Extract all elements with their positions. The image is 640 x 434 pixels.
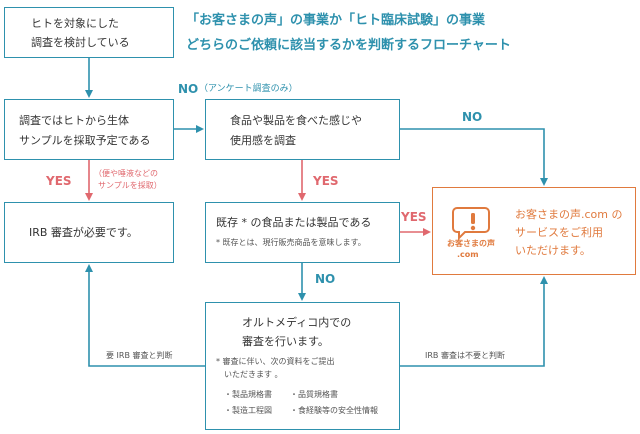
result-box: お客さまの声 .com お客さまの声.com の サービスをご利用 いただけます…	[432, 187, 636, 275]
food-question-box: 食品や製品を食べた感じや 使用感を調査	[205, 99, 400, 160]
label-yes-sample-note-1: （便や唾液などの	[94, 169, 158, 178]
label-yes-sample-note-2: サンプルを採取）	[98, 181, 162, 190]
label-yes-food: YES	[313, 174, 339, 188]
result-line-2: サービスをご利用	[515, 226, 603, 239]
existing-note: * 既存とは、現行販売商品を意味します。	[216, 238, 366, 247]
title-line-1: 「お客さまの声」の事業か「ヒト臨床試験」の事業	[186, 13, 486, 28]
start-line-2: 調査を検討している	[31, 36, 130, 49]
label-irb-required: 要 IRB 審査と判断	[106, 351, 173, 360]
label-no-food: NO	[462, 110, 483, 124]
arrow-ortho-to-irb	[85, 264, 205, 367]
label-yes-existing: YES	[401, 210, 427, 224]
start-box: ヒトを対象にした 調査を検討している	[4, 7, 174, 58]
title-line-2: どちらのご依頼に該当するかを判断するフローチャート	[186, 38, 511, 53]
label-irb-not-required: IRB 審査は不要と判断	[425, 351, 505, 360]
result-line-1: お客さまの声.com の	[515, 208, 623, 221]
doc-item: ・製造工程図	[224, 406, 272, 415]
label-no-survey-note: （アンケート調査のみ）	[199, 84, 298, 94]
service-logo: お客さまの声 .com	[445, 202, 507, 262]
result-line-3: いただけます。	[515, 244, 591, 257]
label-no-survey: NO	[178, 82, 199, 96]
start-line-1: ヒトを対象にした	[31, 17, 119, 30]
sample-question-box: 調査ではヒトから生体 サンプルを採取予定である	[4, 99, 174, 160]
ortho-note-2: いただきます 。	[224, 370, 283, 379]
food-line-2: 使用感を調査	[230, 134, 296, 147]
logo-line-1: お客さまの声	[447, 239, 495, 248]
food-line-1: 食品や製品を食べた感じや	[230, 114, 362, 127]
irb-required-text: IRB 審査が必要です。	[29, 226, 138, 239]
arrow-ortho-to-result	[400, 276, 548, 367]
existing-line-1: 既存 * の食品または製品である	[216, 216, 372, 229]
logo-line-2: .com	[457, 250, 479, 259]
label-no-existing: NO	[315, 272, 336, 286]
sample-line-2: サンプルを採取予定である	[19, 134, 151, 147]
arrow-food-no	[400, 128, 548, 186]
ortho-line-2: 審査を行います。	[242, 335, 329, 348]
ortho-line-1: オルトメディコ内での	[242, 316, 352, 329]
existing-question-box: 既存 * の食品または製品である * 既存とは、現行販売商品を意味します。	[205, 202, 400, 263]
sample-line-1: 調査ではヒトから生体	[19, 114, 129, 127]
doc-item: ・製品規格書	[224, 390, 272, 399]
irb-required-box: IRB 審査が必要です。	[4, 202, 174, 263]
ortho-review-box: オルトメディコ内での 審査を行います。 * 審査に伴い、次の資料をご提出 いただ…	[205, 302, 400, 430]
ortho-note-1: * 審査に伴い、次の資料をご提出	[216, 357, 335, 366]
label-yes-sample: YES	[46, 174, 72, 188]
speech-bubble-icon	[452, 207, 490, 241]
doc-item: ・品質規格書	[290, 390, 338, 399]
doc-item: ・食経験等の安全性情報	[290, 406, 378, 415]
